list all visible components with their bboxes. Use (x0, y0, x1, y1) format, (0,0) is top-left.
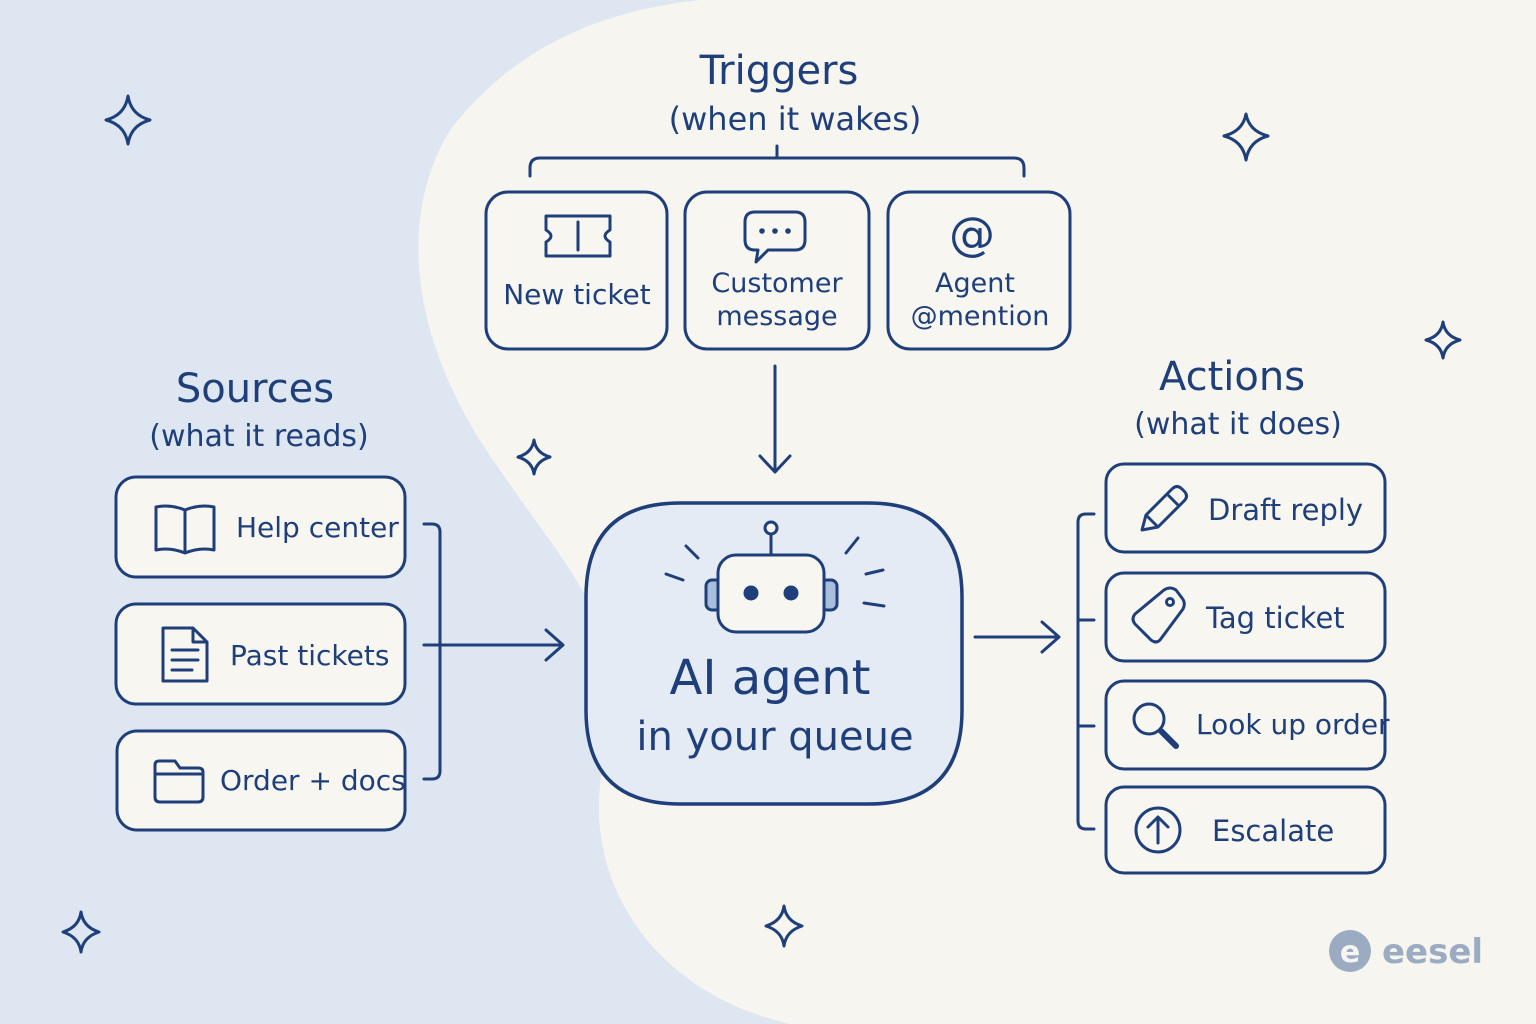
action-card-look-up-order: Look up order (1104, 679, 1390, 771)
action-label: Look up order (1196, 708, 1390, 741)
eesel-logo: e eesel (1329, 930, 1483, 972)
agent-title: AI agent (670, 650, 871, 706)
sources-section: Sources (what it reads) Help center Past… (114, 366, 565, 832)
book-icon (154, 504, 216, 555)
at-sign-icon: @ (949, 207, 995, 261)
robot-icon (664, 520, 886, 634)
sparkle-icon (764, 904, 804, 948)
arrow-up-circle-icon (1134, 806, 1182, 854)
ticket-icon (544, 214, 612, 258)
trigger-label-line2: @mention (911, 301, 1050, 332)
eesel-logo-text: eesel (1382, 932, 1483, 972)
trigger-label-line1: Agent (935, 268, 1015, 299)
actions-bracket (1076, 512, 1096, 831)
trigger-card-customer-message: Customer message (683, 190, 871, 351)
actions-title: Actions (1159, 354, 1305, 400)
trigger-card-new-ticket: New ticket (484, 190, 669, 351)
triggers-subtitle: (when it wakes) (669, 100, 922, 138)
action-card-draft-reply: Draft reply (1104, 462, 1387, 554)
sources-title: Sources (176, 366, 334, 412)
trigger-label: New ticket (503, 278, 651, 311)
actions-subtitle: (what it does) (1134, 407, 1342, 442)
agent-node: AI agent in your queue (584, 501, 964, 806)
sources-bracket (422, 522, 442, 781)
sources-subtitle: (what it reads) (149, 419, 368, 454)
action-label: Escalate (1212, 814, 1334, 848)
sparkle-icon (104, 94, 152, 146)
agent-to-actions-arrow (973, 620, 1061, 654)
sources-to-agent-arrow (438, 628, 565, 662)
source-label: Past tickets (230, 639, 389, 672)
source-card-past-tickets: Past tickets (114, 602, 407, 706)
chat-bubble-icon (743, 210, 807, 264)
triggers-section: Triggers (when it wakes) New ticket Cust… (484, 48, 1072, 474)
source-label: Order + docs (220, 764, 406, 797)
tag-icon (1131, 586, 1186, 644)
sparkle-icon (1222, 112, 1270, 162)
document-icon (161, 626, 209, 683)
trigger-card-agent-mention: @ Agent @mention (886, 190, 1072, 351)
triggers-bracket (528, 144, 1026, 178)
eesel-logo-icon (1329, 930, 1371, 972)
action-card-escalate: Escalate (1104, 785, 1387, 875)
folder-icon (153, 759, 205, 804)
action-card-tag-ticket: Tag ticket (1104, 571, 1387, 663)
sparkle-icon (1424, 320, 1462, 360)
source-card-order-docs: Order + docs (115, 729, 407, 832)
magnifier-icon (1132, 702, 1179, 749)
sparkle-icons (61, 94, 1462, 954)
agent-subtitle: in your queue (636, 714, 913, 760)
trigger-to-agent-arrow (758, 364, 792, 474)
action-label: Draft reply (1208, 493, 1363, 527)
source-card-help-center: Help center (114, 475, 407, 579)
actions-section: Actions (what it does) Draft reply Tag t… (973, 354, 1390, 875)
action-label: Tag ticket (1205, 601, 1345, 635)
svg-text:e: e (1340, 935, 1360, 970)
pencil-icon (1140, 485, 1188, 532)
source-label: Help center (236, 511, 399, 544)
trigger-label-line2: message (716, 301, 837, 332)
sparkle-icon (516, 438, 552, 476)
triggers-title: Triggers (699, 48, 859, 94)
sparkle-icon (61, 910, 101, 954)
trigger-label-line1: Customer (711, 268, 843, 299)
